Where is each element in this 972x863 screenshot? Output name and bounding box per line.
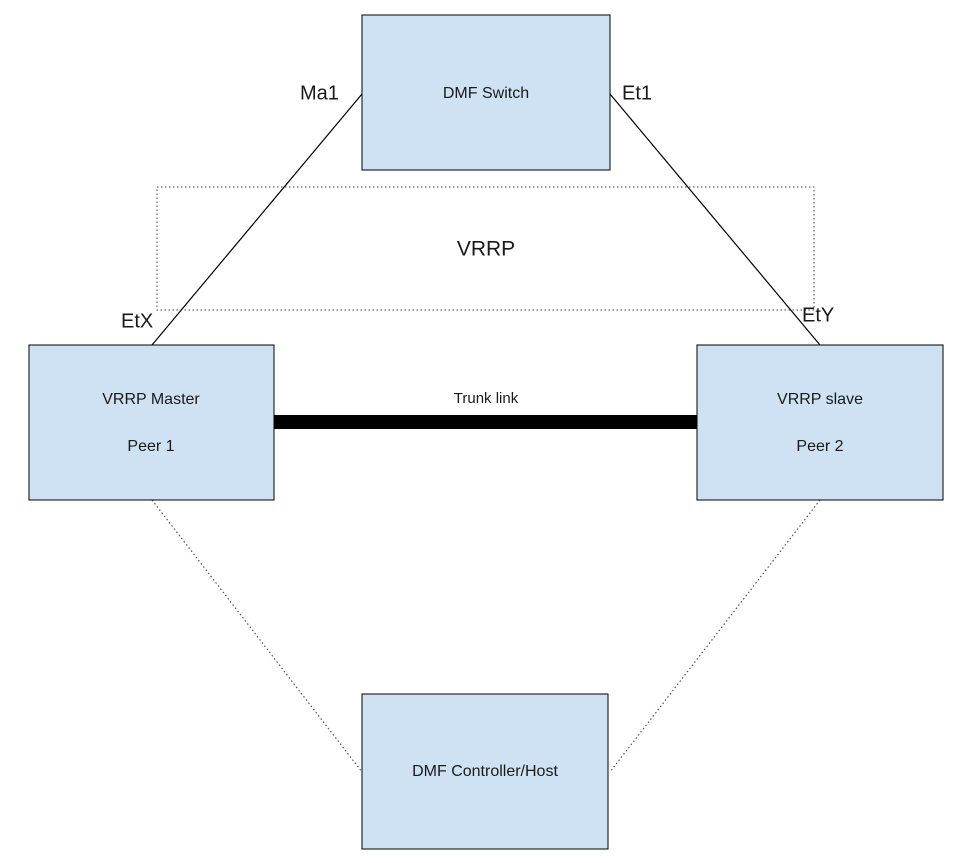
port-label-ety: EtY xyxy=(802,304,834,326)
link-peer1-controller xyxy=(151,499,363,773)
port-label-et1: Et1 xyxy=(622,82,652,104)
port-label-ma1: Ma1 xyxy=(300,82,339,104)
dmf-switch-node: DMF Switch xyxy=(361,14,611,171)
vrrp-slave-role: VRRP slave xyxy=(777,391,863,408)
vrrp-slave-peer: Peer 2 xyxy=(796,438,843,455)
vrrp-master-peer: Peer 1 xyxy=(127,438,174,455)
vrrp-master-role: VRRP Master xyxy=(102,391,200,408)
link-peer2-controller xyxy=(609,499,821,773)
dmf-switch-label: DMF Switch xyxy=(443,85,529,102)
vrrp-group-label: VRRP xyxy=(457,238,515,261)
trunk-link-label: Trunk link xyxy=(454,390,519,407)
link-et1-ety xyxy=(609,93,821,346)
vrrp-slave-node: VRRP slave Peer 2 xyxy=(696,344,944,501)
link-ma1-etx xyxy=(151,93,363,346)
vrrp-master-node: VRRP Master Peer 1 xyxy=(28,344,275,501)
vrrp-group-box xyxy=(156,186,815,311)
dmf-controller-label: DMF Controller/Host xyxy=(412,763,558,780)
dmf-controller-node: DMF Controller/Host xyxy=(361,693,609,850)
port-label-etx: EtX xyxy=(121,310,153,332)
